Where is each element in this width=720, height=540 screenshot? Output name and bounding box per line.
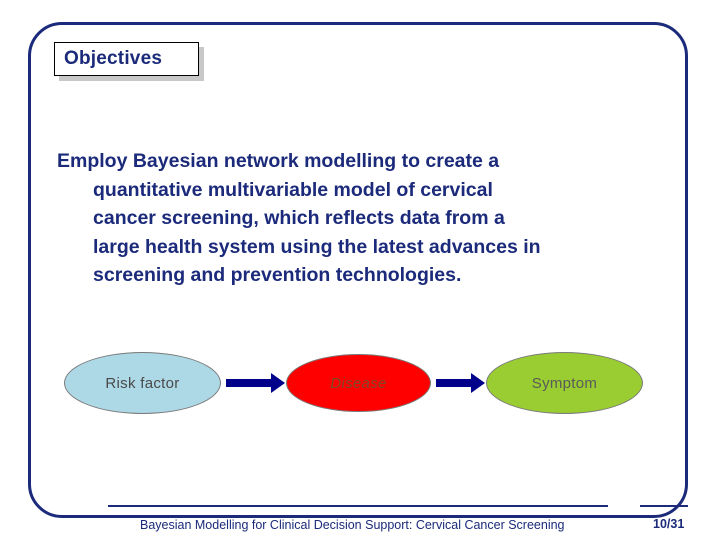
footer-divider-right [640,505,688,507]
node-symptom-label: Symptom [531,374,598,392]
footer-text: Bayesian Modelling for Clinical Decision… [140,518,565,532]
bayesian-network-diagram: Risk factor Disease Symptom [54,340,674,430]
body-line-2: quantitative multivariable model of cerv… [93,178,493,201]
node-risk-factor-label: Risk factor [105,374,180,392]
page-title: Objectives [64,48,163,69]
slide-border [28,22,688,518]
node-disease: Disease [286,354,431,412]
arrow-risk-to-disease [226,373,285,393]
arrow-disease-to-symptom [436,373,485,393]
footer-divider-left [108,505,608,507]
body-paragraph: Employ Bayesian network modelling to cre… [57,147,677,290]
body-line-3: cancer screening, which reflects data fr… [93,207,505,229]
node-risk-factor: Risk factor [64,352,221,414]
body-line-5: screening and prevention technologies. [93,264,462,286]
title-box: Objectives [54,42,199,76]
body-line-1: Employ Bayesian network modelling to cre… [57,150,500,172]
body-line-4: large health system using the latest adv… [93,235,541,258]
node-disease-label: Disease [330,374,387,392]
objectives-text: Employ Bayesian network modelling to cre… [57,147,677,290]
footer-page-number: 10/31 [653,517,685,531]
node-symptom: Symptom [486,352,643,414]
